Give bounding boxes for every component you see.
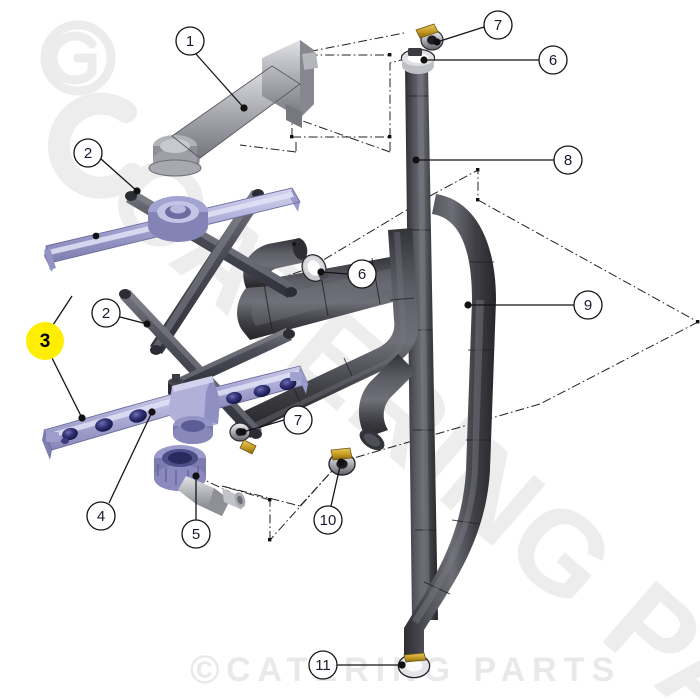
callout-anchor-dot [143, 320, 151, 328]
callout-label: 1 [186, 33, 194, 50]
part-upper-support-tube [148, 40, 319, 177]
wash-arm-nozzles-right [226, 372, 302, 405]
callout-anchor-dot [240, 104, 248, 112]
callout-anchor-dot [412, 156, 420, 164]
part-wash-arm-hub [168, 376, 220, 444]
callout-bubble[interactable] [175, 26, 205, 56]
callout-bubble[interactable] [181, 519, 211, 549]
callout-bubble[interactable] [573, 290, 603, 320]
callout-bubble[interactable] [553, 145, 583, 175]
callout-6[interactable]: 6 [420, 45, 568, 75]
callout-label: 8 [564, 152, 572, 169]
callout-label: 2 [102, 305, 110, 322]
callout-anchor-dot [337, 458, 345, 466]
callout-label: 11 [315, 657, 331, 674]
callout-leader-line [242, 419, 285, 433]
callout-bubble[interactable] [347, 259, 377, 289]
watermark-copyright-icon [40, 20, 116, 96]
callout-label: 6 [549, 52, 557, 69]
part-lower-wash-arm [42, 365, 309, 460]
callout-anchor-dot [398, 661, 406, 669]
callout-leader-line [119, 316, 148, 325]
callout-anchor-dot [420, 56, 428, 64]
watermark-bottom-copyright: © [190, 648, 226, 692]
callout-anchor-dot [433, 38, 441, 46]
callout-label: 2 [84, 145, 92, 162]
watermark-letter-c [47, 92, 143, 199]
callout-anchor-dot [133, 187, 141, 195]
wash-arm-nozzles-left [46, 409, 147, 444]
callout-6[interactable]: 6 [317, 259, 377, 289]
callout-label: 7 [294, 412, 302, 429]
callout-bubble[interactable] [73, 138, 103, 168]
callout-bubble[interactable] [86, 501, 116, 531]
callout-5[interactable]: 5 [181, 472, 211, 549]
part-hose-clamp-6a [400, 48, 436, 74]
support-tube-flange [262, 40, 319, 128]
callout-leader-line [195, 53, 245, 109]
support-tube-collar [148, 135, 202, 177]
callout-leader-line [330, 461, 342, 507]
part-upper-wash-arm [44, 187, 301, 272]
callout-bubble[interactable] [483, 10, 513, 40]
callout-bubble[interactable] [283, 405, 313, 435]
callout-anchor-dot [192, 472, 200, 480]
callout-bubble-highlighted[interactable] [26, 322, 64, 360]
callout-bubble[interactable] [308, 650, 338, 680]
part-lower-bearing-strip-b [178, 328, 295, 390]
callout-anchor-dot [464, 301, 472, 309]
upper-arm-hub [148, 196, 208, 242]
callout-10[interactable]: 10 [313, 458, 345, 535]
callout-2[interactable]: 2 [91, 298, 151, 328]
part-hose-clamp-7a [415, 23, 444, 51]
part-u-bend-hose [358, 354, 416, 451]
part-hose-clamp-11 [397, 652, 431, 679]
callout-leader-line [52, 295, 73, 326]
callout-label: 4 [97, 508, 105, 525]
callout-anchor-dot [78, 414, 86, 422]
callout-3[interactable]: 3 [26, 295, 86, 422]
callout-1[interactable]: 1 [175, 26, 248, 112]
callout-8[interactable]: 8 [412, 145, 583, 175]
callout-7[interactable]: 7 [239, 405, 313, 436]
part-inlet-fitting [154, 445, 246, 516]
callout-label: 7 [494, 17, 502, 34]
callout-label: 6 [358, 266, 366, 283]
callout-anchor-dot [239, 428, 247, 436]
callout-7[interactable]: 7 [433, 10, 513, 46]
callout-label: 10 [320, 512, 337, 529]
callout-leader-line [320, 271, 349, 275]
callout-leader-line [51, 357, 83, 419]
callout-11[interactable]: 11 [308, 650, 406, 680]
part-upper-bearing-strip-b [150, 189, 264, 355]
callout-label: 5 [192, 526, 200, 543]
callout-bubble[interactable] [313, 505, 343, 535]
callout-leader-line [436, 26, 485, 43]
callout-anchor-dot [148, 408, 156, 416]
callout-layer: 1 7 6 2 8 6 9 2 3 7 4 5 10 11 [26, 10, 603, 680]
callout-label: 9 [584, 297, 592, 314]
callout-9[interactable]: 9 [464, 290, 603, 320]
callout-4[interactable]: 4 [86, 408, 156, 531]
callout-label: 3 [40, 331, 51, 352]
callout-bubble[interactable] [538, 45, 568, 75]
callout-bubble[interactable] [91, 298, 121, 328]
callout-2[interactable]: 2 [73, 138, 141, 195]
callout-leader-line [108, 411, 153, 504]
callout-anchor-dot [317, 268, 325, 276]
callout-leader-line [100, 158, 138, 192]
